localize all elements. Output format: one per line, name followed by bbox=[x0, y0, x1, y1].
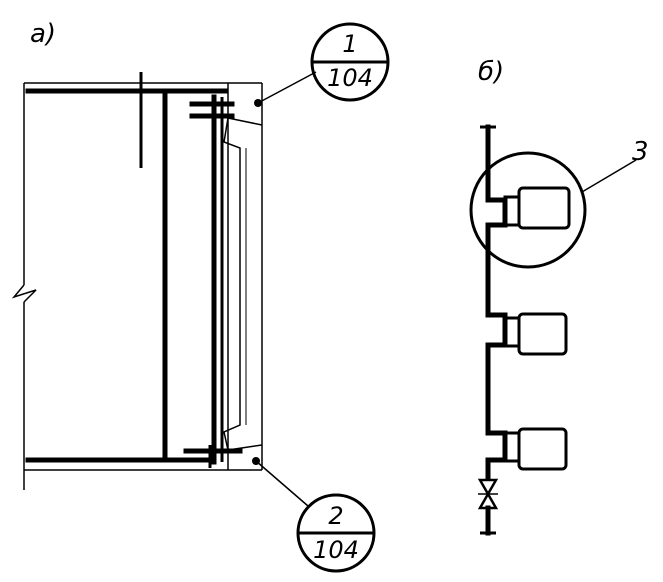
detail-leader bbox=[581, 159, 637, 193]
radiator-panel bbox=[223, 117, 263, 451]
radiator-b-1 bbox=[503, 186, 571, 230]
radiator-b-3 bbox=[503, 427, 568, 471]
callout-1-top: 1 bbox=[342, 30, 357, 58]
callout-2-bottom: 104 bbox=[313, 536, 359, 564]
figure-a: а) bbox=[11, 19, 390, 573]
radiator-b-2 bbox=[503, 312, 568, 356]
wall-outline bbox=[11, 82, 263, 490]
leader-line-1 bbox=[257, 71, 317, 104]
detail-label: 3 bbox=[632, 137, 649, 167]
callout-1-bottom: 104 bbox=[327, 64, 373, 92]
detail-circle bbox=[469, 151, 587, 269]
callout-2: 2 104 bbox=[296, 493, 376, 573]
top-connection bbox=[189, 101, 235, 119]
callout-2-top: 2 bbox=[328, 502, 343, 530]
leader-line-2 bbox=[255, 460, 309, 507]
figure-b-label: б) bbox=[478, 57, 504, 87]
riser-b bbox=[485, 124, 508, 481]
figure-b: б) 3 bbox=[469, 57, 649, 536]
figure-a-label: а) bbox=[30, 19, 56, 49]
valve bbox=[477, 478, 499, 536]
callout-1: 1 104 bbox=[310, 22, 390, 102]
bottom-connection bbox=[183, 445, 243, 468]
